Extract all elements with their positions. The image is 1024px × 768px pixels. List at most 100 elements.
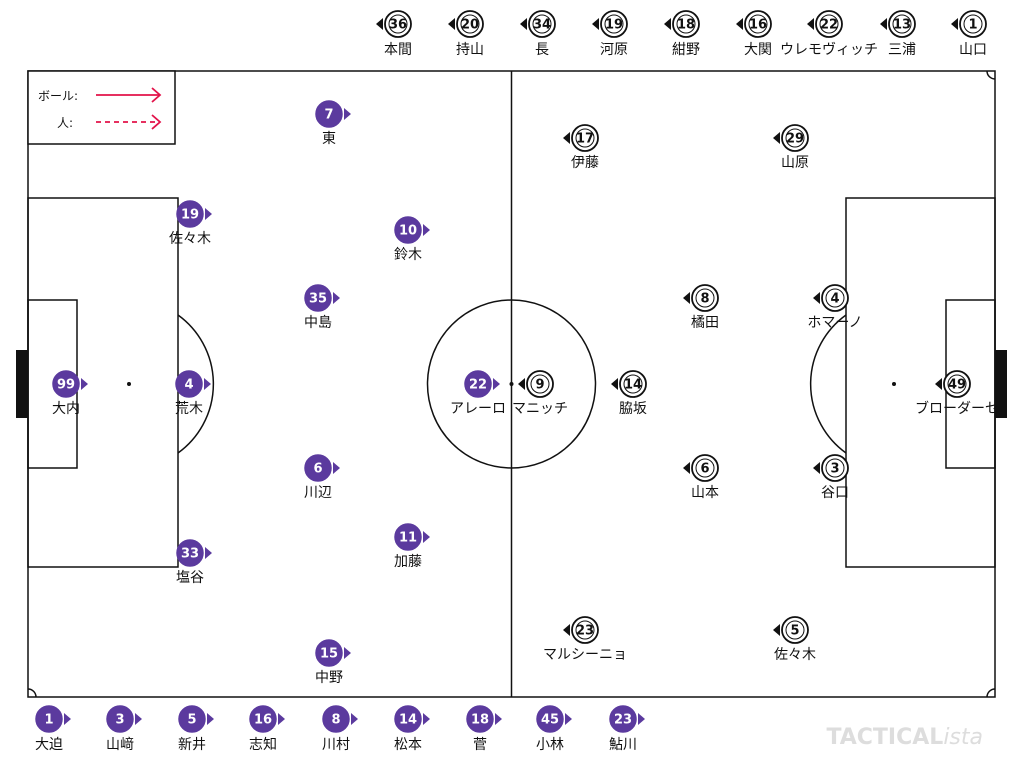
facing-direction-icon <box>423 531 430 543</box>
purple-bench-player[interactable]: 23 鮎川 <box>609 705 645 753</box>
player-token <box>394 705 422 733</box>
purple-bench-player[interactable]: 5新井 <box>178 705 214 753</box>
player-name: 伊藤 <box>571 155 599 171</box>
player-name: 三浦 <box>888 42 916 58</box>
player-token <box>609 705 637 733</box>
player-name: アレーロ <box>450 401 506 417</box>
facing-direction-icon <box>207 713 214 725</box>
player-number: 1 <box>968 18 977 33</box>
white-bench-player[interactable]: 1山口 <box>951 10 987 58</box>
white-on-pitch-player[interactable]: 8橘田 <box>683 284 719 331</box>
white-on-pitch-player[interactable]: 14 脇坂 <box>611 370 647 417</box>
player-number: 3 <box>115 713 124 728</box>
player-name: 志知 <box>249 736 277 753</box>
facing-direction-icon <box>81 378 88 390</box>
player-number: 34 <box>533 18 551 33</box>
player-token <box>466 705 494 733</box>
player-token-ring <box>676 14 696 34</box>
purple-on-pitch-player[interactable]: 6川辺 <box>304 454 340 501</box>
purple-bench-player[interactable]: 18菅 <box>466 705 502 753</box>
facing-direction-icon <box>344 647 351 659</box>
player-name: 谷口 <box>821 485 849 501</box>
purple-bench-player[interactable]: 1大迫 <box>35 705 71 753</box>
left-penalty-arc <box>177 314 215 454</box>
white-on-pitch-player[interactable]: 3谷口 <box>813 454 849 501</box>
player-token <box>394 216 422 244</box>
purple-bench-player[interactable]: 3山﨑 <box>106 705 142 753</box>
facing-direction-icon <box>664 18 671 30</box>
corner-arc-bottom-right <box>986 688 996 698</box>
purple-on-pitch-player[interactable]: 7東 <box>315 100 351 147</box>
player-number: 7 <box>324 108 333 123</box>
purple-on-pitch-player[interactable]: 4荒木 <box>175 370 211 417</box>
player-number: 9 <box>535 378 544 393</box>
pitch-spots <box>127 382 896 386</box>
player-name: 脇坂 <box>619 401 647 417</box>
player-number: 22 <box>469 378 487 393</box>
player-name: マルシーニョ <box>543 647 627 663</box>
player-token-ring <box>695 288 715 308</box>
player-number: 6 <box>700 462 709 477</box>
player-number: 22 <box>820 18 838 33</box>
player-name: 川辺 <box>304 485 332 501</box>
player-name: 大関 <box>744 42 772 58</box>
player-name: 鮎川 <box>609 737 637 753</box>
player-name: 菅 <box>473 737 487 753</box>
player-number: 33 <box>181 547 199 562</box>
purple-on-pitch-player[interactable]: 22 アレーロ <box>450 370 506 417</box>
player-name: 中島 <box>304 315 332 331</box>
facing-direction-icon <box>563 624 570 636</box>
player-token-ring <box>388 14 408 34</box>
player-number: 1 <box>44 713 53 728</box>
facing-direction-icon <box>736 18 743 30</box>
player-name: 山本 <box>691 485 719 501</box>
facing-direction-icon <box>204 378 211 390</box>
purple-bench-player[interactable]: 8川村 <box>322 705 358 753</box>
player-number: 15 <box>320 647 338 662</box>
player-token <box>304 284 332 312</box>
facing-direction-icon <box>611 378 618 390</box>
facing-direction-icon <box>333 292 340 304</box>
right-penalty-spot <box>892 382 896 386</box>
player-number: 14 <box>624 378 642 393</box>
right-penalty-area <box>845 197 996 568</box>
facing-direction-icon <box>520 18 527 30</box>
player-token <box>106 705 134 733</box>
legend-box <box>27 70 176 145</box>
facing-direction-icon <box>495 713 502 725</box>
center-spot <box>509 382 514 386</box>
white-bench-player[interactable]: 34長 <box>520 10 556 58</box>
white-on-pitch-player[interactable]: 6 山本 <box>683 454 719 501</box>
player-token <box>175 370 203 398</box>
player-name: 鈴木 <box>394 247 422 263</box>
player-name: 小林 <box>536 737 564 753</box>
player-number: 99 <box>57 378 75 393</box>
player-token <box>35 705 63 733</box>
player-number: 23 <box>614 713 632 728</box>
facing-direction-icon <box>333 462 340 474</box>
